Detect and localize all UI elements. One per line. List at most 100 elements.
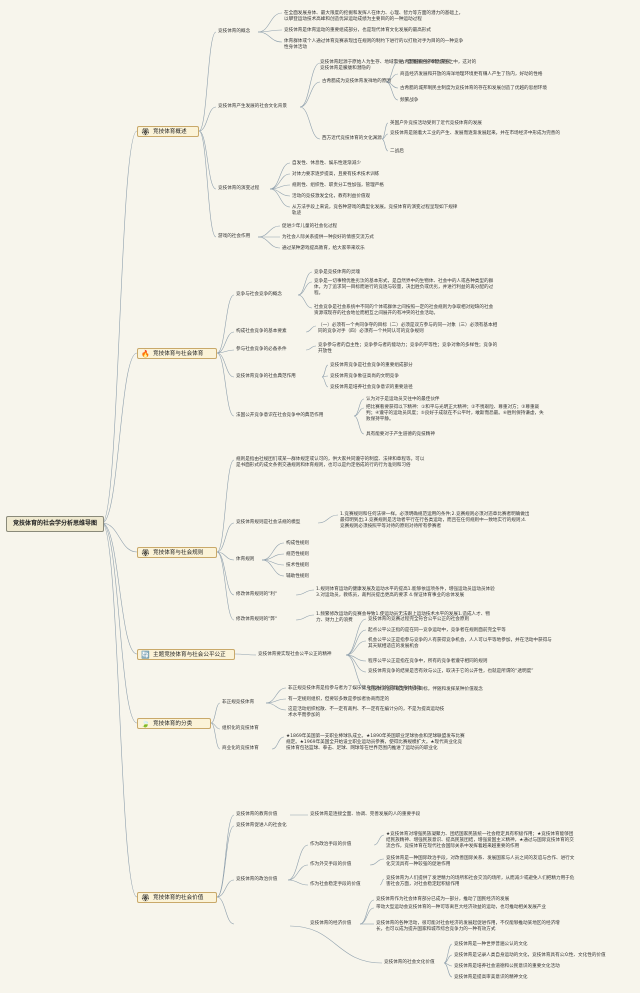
node-b3-s1[interactable]: 竞技体育规则是社会法规的模型 <box>236 520 301 525</box>
node-b3-s4[interactable]: 修改体育规则的"弊" <box>236 617 277 622</box>
connector <box>295 614 315 621</box>
leaf-b2-s4-3: 竞技体育是培养社会竞争意识的重要途径 <box>330 385 413 390</box>
connector <box>379 878 385 886</box>
connector <box>101 522 138 655</box>
node-b1-s4[interactable]: 游戏的社会作用 <box>218 234 251 239</box>
leaf-b2-s5-2: 把比赛看要获得以下精神：①和平与光明正大精神；②不畏艰险、尊重对方；③尊重裁判；… <box>366 405 544 423</box>
leaf-b1-s4-1: 促进少年儿童的社会化过程 <box>282 224 338 229</box>
leaf-b4-s1-2: 起点公平公正指的是在同一竞争运动中，竞争者在规则面前完全平等 <box>368 628 506 633</box>
leaf-b1-s1-1: 在全面发展身体、最大限度的挖掘和发挥人在体力、心理、智力等方面的潜力的基础上，以… <box>284 11 464 23</box>
connector <box>198 31 217 132</box>
connector <box>385 61 399 83</box>
leaf-b3-s2-1: 构成性规则 <box>286 541 309 546</box>
connector <box>269 162 291 190</box>
node-b6-s3-c[interactable]: 作为社会稳定手段的价值 <box>310 882 361 887</box>
connector <box>269 188 291 197</box>
branch-social-value[interactable]: 🏵竞技体育的社会价值 <box>137 892 217 903</box>
connector <box>101 522 138 898</box>
connector <box>257 225 281 238</box>
connector <box>261 559 285 577</box>
leaf-b2-s2-1: （一）必须有一个共同争夺的目标（二）必须是双方参与的同一对象（三）必须有基本相同… <box>318 323 498 335</box>
node-b5-s2[interactable]: 组织化的竞技体育 <box>222 726 259 731</box>
leaf-b6-s3-b1: 竞技体育是一种国际政治手段，对改善国际关系、发展国家与人员之间的友谊与合作、进行… <box>386 856 575 868</box>
leaf-b1-s3-5: 从方法手段上来说，竞各种游戏的典型化发展。竞技体育的演变过程呈现如下规律 轨迹 <box>292 205 458 217</box>
leaf-b3-s4-1: 1.频繁修改运动的竞赛会导致1.使运动员无法跟上运动技术水平的发展1.造成人才、… <box>316 612 490 624</box>
leaf-b6-s5-2: 竞技体育是记录人类自身运动的文化，竞技体育具有公众性、文化性的价值 <box>454 953 606 958</box>
connector <box>234 653 257 656</box>
connector <box>353 415 365 435</box>
connector <box>321 376 329 388</box>
leaf-b6-s3-a1: ★竞技体育对增强民族凝聚力、团结国家民族统一社会稳定具有积极作用；★竞技体育能够… <box>386 832 574 850</box>
leaf-b1-s3-2: 对体力要求逐步提高，且要有技术技术训练 <box>292 172 380 177</box>
node-b2-s3[interactable]: 参与社会竞争的必备条件 <box>236 347 287 352</box>
node-b1-s2[interactable]: 竞技体育产生发展的社会文化背景 <box>218 104 287 109</box>
leaf-b6-s1-1: 竞技体育是连接全面、协调、完善发展的人的重要手段 <box>310 812 421 817</box>
node-b1-s3[interactable]: 竞技体育的演变过程 <box>218 186 260 191</box>
connector <box>345 654 367 690</box>
node-b1-s2-c[interactable]: 西方近代竞技体育的文化渊源 <box>322 136 382 141</box>
connector <box>345 640 367 656</box>
connector <box>198 106 217 132</box>
branch-rules[interactable]: 🏵竞技体育与社会规则 <box>137 547 217 558</box>
node-b3-s2[interactable]: 体育规则 <box>236 557 255 562</box>
connector <box>265 687 287 704</box>
leaf-b4-s1-4: 程序公平公正是指在竞争中，所有的竞争者遵守相同的规则 <box>368 659 488 664</box>
branch-fairness[interactable]: 🔄主题竞技体育与社会公平公正 <box>137 649 235 660</box>
leaf-b1-s1-2: 竞技体育是体育运动的重要组成部分，也是现代体育文化发展的最高形式 <box>284 28 432 33</box>
leaf-b6-s5-3: 竞技体育是培养社会道德和公民意识的重要文化活动 <box>454 964 560 969</box>
leaf-b4-s1-3: 机会公平公正是指参与竞争的人有获得竞争机会，人人可以平等地参加，并在活动中获得与… <box>368 638 552 650</box>
leaf-b1-s2-b1: 古希腊酷爱生产转为繁荣 <box>400 60 451 65</box>
connector <box>305 325 317 333</box>
node-b6-s2[interactable]: 竞技体育促进人的社会化 <box>236 823 287 828</box>
leaf-b3-s1-1: 1.竞赛规则和任何法律一样。必须明确规范运用的条件;2.竞赛规则必须对违章比赛者… <box>340 512 530 530</box>
connector <box>216 879 235 898</box>
connector <box>257 236 281 249</box>
leaf-icon: 🍃 <box>141 720 150 728</box>
connector <box>269 173 291 190</box>
node-b3-s3[interactable]: 修改体育规则的"利" <box>236 592 277 597</box>
node-b6-s5[interactable]: 竞技体育的社会文化价值 <box>384 960 435 965</box>
connector <box>369 858 385 866</box>
connector <box>271 736 285 750</box>
node-b4-s1[interactable]: 竞技体育要实现社会公平公正的精神 <box>258 652 332 657</box>
node-b2-s5[interactable]: 法国公开竞争意识在社会竞争中的典范作用 <box>236 413 324 418</box>
node-b6-s3-b[interactable]: 作为外交手段的价值 <box>310 862 352 867</box>
node-b6-s4[interactable]: 竞技体育的经济价值 <box>310 921 352 926</box>
leaf-b6-s4-3: 竞技体育的各种活动，很可能对社会经济的发展起促进作用，不仅能够推动某地区的经济增… <box>376 921 560 933</box>
root-topic[interactable]: 竞技体育的社会学分析思维导图 <box>6 516 104 532</box>
node-b2-s1[interactable]: 竞争与社会竞争的概念 <box>236 292 282 297</box>
connector <box>297 294 313 309</box>
connector <box>101 130 138 524</box>
connector <box>287 864 309 881</box>
node-b5-s3[interactable]: 商业化的竞技体育 <box>222 746 259 751</box>
reform-icon: 🔄 <box>141 651 150 659</box>
leaf-b2-s4-1: 竞技体育竞争是社会竞争的重要组成部分 <box>330 363 413 368</box>
node-b6-s3[interactable]: 竞技体育的政治价值 <box>236 877 278 882</box>
connector <box>101 522 138 553</box>
connector <box>216 551 235 561</box>
connector <box>359 899 375 925</box>
leaf-b5-s1-3: 这是活动组织松散、不一定有裁判、不一定有在编计分的，不是为提高运动技术水平而参加… <box>288 707 445 719</box>
node-b5-s1[interactable]: 非正规竞技体育 <box>222 700 255 705</box>
connector <box>216 896 235 925</box>
node-b6-s1[interactable]: 竞技体育的教育价值 <box>236 812 278 817</box>
node-b6-s3-a[interactable]: 作为政治手段的价值 <box>310 842 352 847</box>
connector <box>101 352 138 524</box>
node-b2-s4[interactable]: 竞技体育竞争的社会典范作用 <box>236 374 296 379</box>
connector <box>287 879 309 886</box>
branch-classification[interactable]: 🍃竞技体育的分类 <box>137 718 211 729</box>
fire-icon: 🔥 <box>141 350 150 358</box>
branch-society-sport[interactable]: 🔥竞技体育与社会体育 <box>137 348 217 359</box>
node-b1-s1[interactable]: 竞技体育的概念 <box>218 29 251 34</box>
connector <box>373 834 385 846</box>
connector <box>297 281 313 296</box>
connector <box>305 345 317 351</box>
connector <box>345 654 367 673</box>
node-b2-s2[interactable]: 构成社会竞争的基本要素 <box>236 329 287 334</box>
branch-overview[interactable]: 🏵竞技体育概述 <box>137 126 199 137</box>
node-b1-s2-b[interactable]: 古希腊成为竞技体育发祥地的原因 <box>322 79 391 84</box>
leaf-b6-s4-1: 竞技体育作为社会体育部分已成为一部分，推动了国民经济的发展 <box>376 897 510 902</box>
connector <box>216 331 235 354</box>
leaf-b3-s3-1: 1.规则体育运动的健康发展及运动水平的提高1.能够依运项条件，增强运动员运动员体… <box>316 587 495 599</box>
